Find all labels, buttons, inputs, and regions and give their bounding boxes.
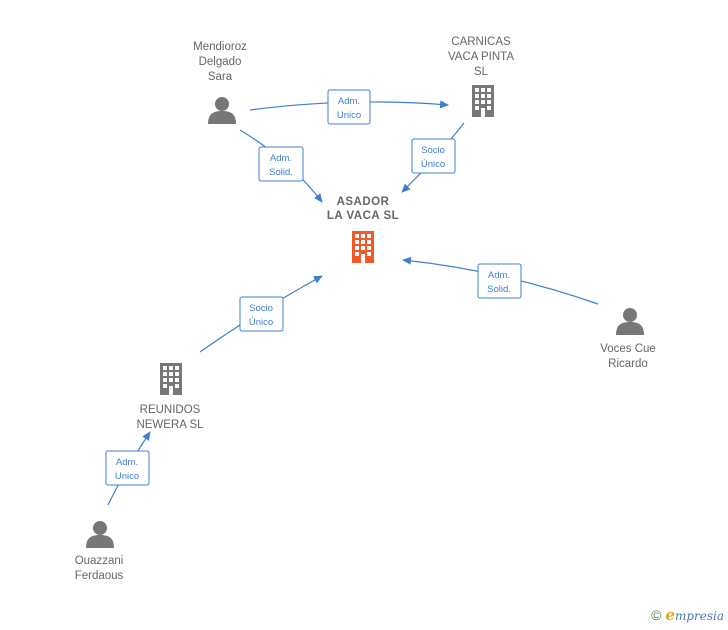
edge-label-line: Único [421, 159, 445, 170]
edge-label-line: Unico [115, 471, 139, 482]
edge-label-line: Adm. [116, 457, 138, 468]
node-label: SL [474, 66, 489, 78]
building-icon [472, 85, 494, 117]
edge-label-line: Socio [421, 145, 445, 156]
node-ouazzani[interactable]: Ouazzani Ferdaous [75, 521, 124, 582]
node-label: Mendioroz [193, 41, 247, 53]
node-label: ASADOR [337, 196, 390, 208]
person-icon [616, 308, 644, 335]
node-label: Sara [208, 71, 233, 83]
person-icon [86, 521, 114, 548]
node-reunidos[interactable]: REUNIDOS NEWERA SL [136, 363, 204, 431]
node-label: VACA PINTA [448, 51, 514, 63]
node-label: Ouazzani [75, 555, 124, 567]
node-label: REUNIDOS [140, 404, 201, 416]
edge-label-voces-center[interactable]: Adm. Solid. [477, 263, 522, 299]
edge-label-line: Único [249, 317, 273, 328]
edge-label-mendioroz-center[interactable]: Adm. Solid. [258, 146, 304, 182]
node-carnicas[interactable]: CARNICAS VACA PINTA SL [448, 36, 514, 117]
edge-label-line: Unico [337, 110, 361, 121]
building-icon [352, 231, 374, 263]
node-mendioroz[interactable]: Mendioroz Delgado Sara [193, 41, 247, 124]
logo-text: mpresia [674, 609, 724, 623]
node-label: Ricardo [608, 358, 648, 370]
edges [107, 100, 599, 506]
edge-label-ouazzani-reunidos[interactable]: Adm. Unico [105, 450, 150, 486]
node-label: Voces Cue [600, 343, 656, 355]
person-icon [208, 97, 236, 124]
edge-label-line: Adm. [270, 153, 292, 164]
node-label: CARNICAS [451, 36, 511, 48]
edge-label-line: Socio [249, 303, 273, 314]
edge-label-line: Adm. [488, 270, 510, 281]
edge-label-mendioroz-carnicas[interactable]: Adm. Unico [327, 89, 371, 125]
building-icon [160, 363, 182, 395]
edge-label-line: Solid. [487, 284, 511, 295]
edge-label-carnicas-center[interactable]: Socio Único [411, 138, 456, 174]
empresia-logo[interactable]: ©empresia [651, 606, 724, 624]
node-label: Delgado [199, 56, 242, 68]
node-label: NEWERA SL [136, 419, 204, 431]
edge-label-reunidos-center[interactable]: Socio Único [239, 296, 284, 332]
logo-initial: e [665, 606, 675, 624]
node-label: LA VACA SL [327, 210, 399, 222]
edge-label-line: Adm. [338, 96, 360, 107]
node-voces[interactable]: Voces Cue Ricardo [600, 308, 656, 370]
edge-label-line: Solid. [269, 167, 293, 178]
node-label: Ferdaous [75, 570, 124, 582]
copyright-symbol: © [651, 607, 662, 623]
node-center[interactable]: ASADOR LA VACA SL [327, 196, 399, 263]
